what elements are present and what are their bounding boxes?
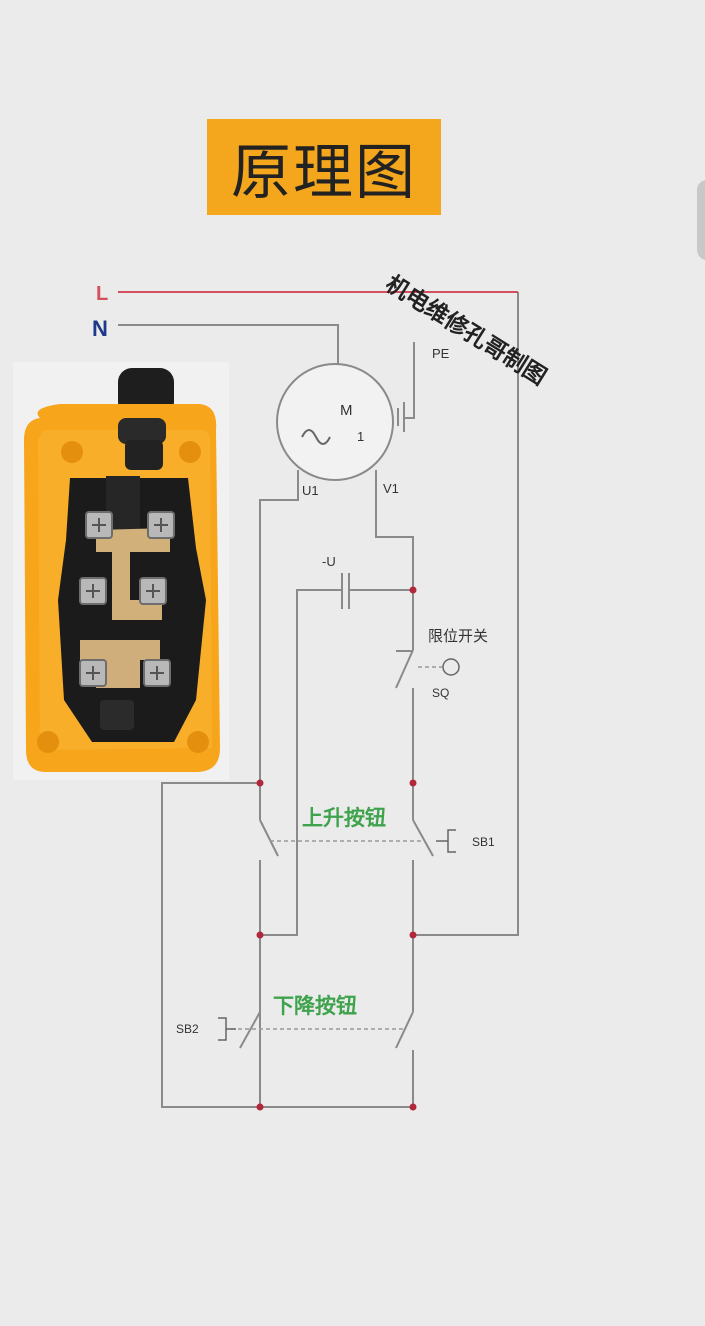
button-linkages [231,666,442,1030]
label-limit-switch: 限位开关 [428,627,488,645]
scroll-handle[interactable] [697,180,705,260]
label-down-button: 下降按钮 [273,994,357,1018]
limit-switch-roller [442,658,460,676]
title-banner: 原理图 [207,119,441,215]
label-sb2: SB2 [176,1022,199,1036]
label-u1: U1 [302,483,319,498]
sb2-push-symbol [218,1017,236,1041]
label-sb1: SB1 [472,835,495,849]
pendant-switch-box-photo [13,362,229,780]
motor-symbol [276,363,394,481]
wires [118,292,519,1108]
label-up-button: 上升按钮 [302,806,386,830]
label-n: N [92,316,108,341]
sb1-push-symbol [436,829,456,853]
watermark-text: 机电维修孔哥制图 [381,270,551,390]
label-l: L [96,283,108,305]
page-title: 原理图 [231,137,417,208]
motor-phase: 1 [357,429,364,444]
label-pe: PE [432,346,450,361]
label-v1: V1 [383,481,399,496]
motor-letter: M [340,402,353,419]
label-capacitor: -U [322,554,336,569]
label-sq: SQ [432,686,449,700]
junction-dots [256,586,417,1111]
